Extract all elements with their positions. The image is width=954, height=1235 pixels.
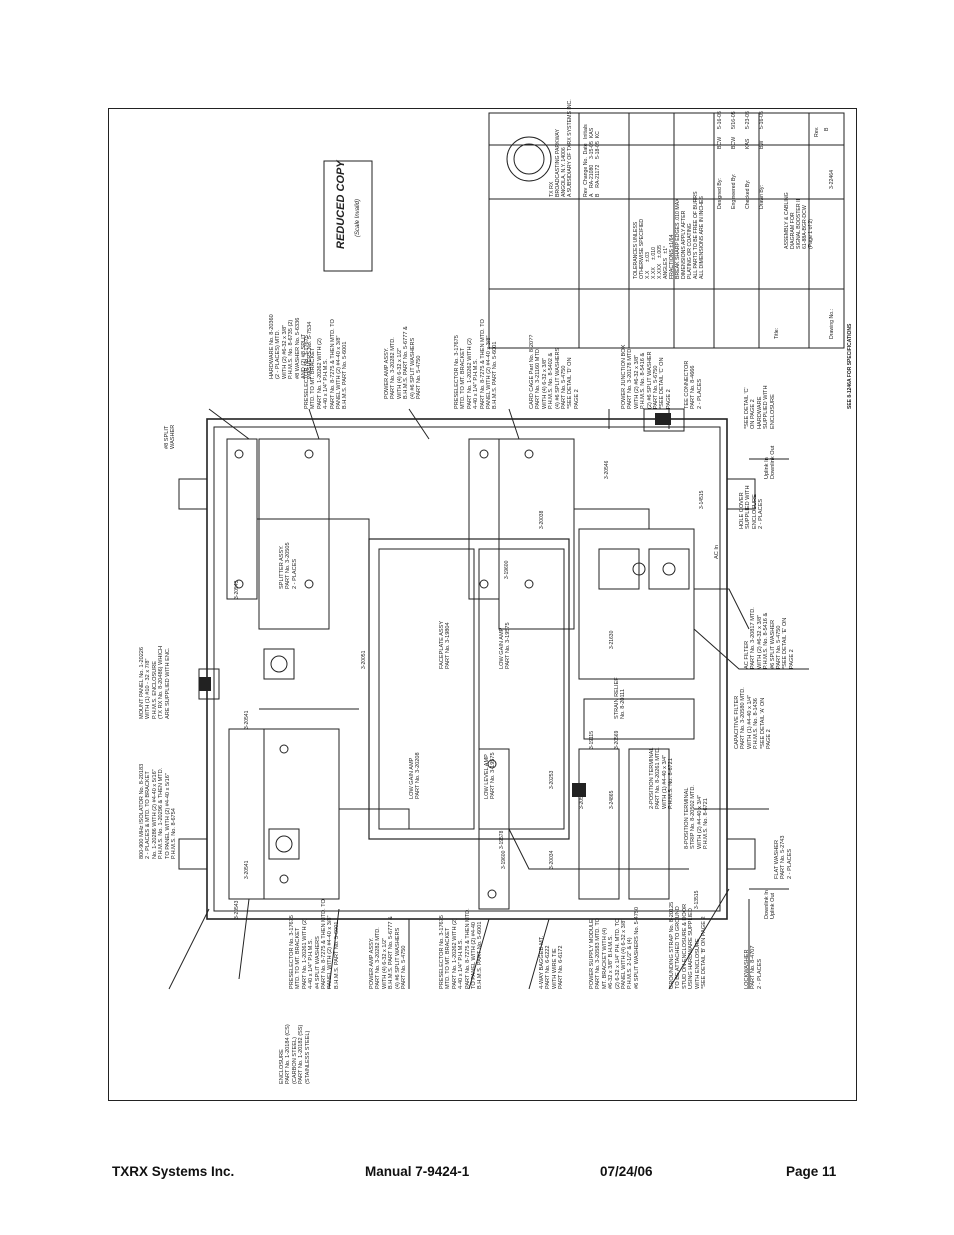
cable-label: 3-14515 (699, 490, 705, 509)
panel-label-low-level-amp: LOW LEVEL AMP PART No. 3-19575 (484, 752, 497, 799)
panel-label-low-gain-amp: LOW GAIN AMP PART No. 3-20208 (409, 752, 422, 799)
designed-date: 5-16-05 (717, 111, 723, 129)
cable-label: 3-19600 (501, 850, 507, 869)
callout-detail-c: *SEE DETAIL 'C' ON PAGE 2 HARDWARE SUPPL… (744, 385, 776, 429)
cable-label: 3-20253 (549, 770, 555, 789)
cable-label: 3-21630 (609, 630, 615, 649)
callout-splitter: SPLITTER ASSY. PART No. 3-20505 2 - PLAC… (279, 542, 298, 589)
panel-label-low-gain-amp-2: LOW GAIN AMP PART No. 3-19575 (499, 622, 512, 669)
cable-label: 3-20543 (234, 900, 240, 919)
reduced-copy-stamp-frame (323, 160, 373, 272)
drawing-frame: REDUCED COPY (Scale Invalid) SEE 8-1246A… (108, 99, 857, 1101)
callout-grounding-strap: GROUNDING STRAP No. 8-20125 TO BE ATTACH… (669, 901, 708, 989)
callout-lockwasher: LOCKWASHER PART No. 8-4707 2 - PLACES (744, 945, 763, 989)
cable-label: 3-20038 (539, 510, 545, 529)
drawing-no-label: Drawing No.: (829, 309, 835, 339)
footer-company: TXRX Systems Inc. (112, 1164, 235, 1179)
drawn-by: BW (759, 140, 765, 149)
callout-capacitive-filter: CAPACITIVE FILTER PART No. 3-20580 MTD. … (734, 687, 773, 749)
port-label-downlink-in: Downlink In Uplink Out (764, 890, 777, 919)
cable-label: 3-19115 (589, 731, 595, 749)
designed-by: BCW (717, 136, 723, 149)
title-label: Title: (774, 327, 780, 339)
callout-hole-cover: HOLE COVER SUPPLIED WITH ENCLOSURE 2 - P… (739, 485, 765, 529)
enclosure-schematic (168, 112, 845, 990)
card-cage (368, 538, 570, 840)
engineered-by: BCW (731, 136, 737, 149)
checked-date: 5-23-05 (745, 111, 751, 129)
cable-label: 3-20543 (234, 580, 240, 599)
tolerance-note: TOLERANCES UNLESS OTHERWISE SPECIFIED X.… (633, 191, 705, 279)
drawing-number: 3-22464 (829, 169, 835, 189)
callout-mount-panel: MOUNT PANEL No. 1-20226 WITH (1) #10 - 3… (139, 645, 171, 719)
revision-table: Rev Change No. Date Initials A RA-21080 … (583, 124, 601, 197)
rev-value: B (824, 127, 830, 131)
callout-ac-filter: AC FILTER PART No. 3-20817 MTD. WITH (2)… (744, 607, 795, 669)
cable-label: 3-20541 (244, 710, 250, 729)
callout-preselector-3: PRESELECTOR No. 3-17675 MTD. TO MT. BRAC… (304, 319, 349, 409)
callout-8-position-terminal: 8-POSITION TERMINAL STRIP No. 8-20502 MT… (684, 785, 710, 849)
checked-by-label: Checked By: (745, 179, 751, 209)
rev-label: Rev. (814, 126, 820, 137)
callout-power-junction-box: POWER JUNCTION BOX PART No. 3-20178 MTD.… (621, 344, 672, 409)
footer-page: Page 11 (786, 1164, 837, 1179)
reduced-copy-stamp: REDUCED COPY (335, 160, 347, 249)
cable-label: 3-20034 (549, 850, 555, 869)
callout-power-supply: POWER SUPPLY MODULE PART No. 3-20583 MTD… (589, 906, 640, 989)
title-block-frame (488, 112, 845, 349)
spec-note: SEE 8-1246A FOR SPECIFICATIONS (847, 323, 853, 409)
callout-flat-washer: FLAT WASHER PART No. 5-2743 2 - PLACES (774, 835, 793, 879)
footer-date: 07/24/06 (600, 1164, 653, 1179)
callout-strain-relief: STRAIN RELIEF No. 8-20111 (614, 677, 627, 719)
callout-enclosure: ENCLOSURE PART No. 1-20184 (CS) (CARBON … (279, 1024, 311, 1084)
cable-label: 3-20527 (579, 790, 585, 809)
cable-label: 3-24865 (609, 790, 615, 809)
callout-power-amp-2: POWER AMP ASSY. PART No. 3-20282 MTD. WI… (384, 326, 423, 399)
cable-label: 3-19578 (499, 830, 505, 849)
cable-label: 3-20569 (614, 730, 620, 749)
port-label-ac-in: AC In (714, 545, 720, 559)
footer-manual: Manual 7-9424-1 (365, 1164, 470, 1179)
panel-label-faceplate: FACEPLATE ASSY PART No. 3-19804 (439, 620, 452, 669)
callout-preselector-2: PRESELECTOR No. 3-17675 MTD. TO MT. BRAC… (439, 908, 484, 989)
callout-power-amp-1: POWER AMP ASSY. PART No. 3-20282 MTD. WI… (369, 916, 408, 989)
callout-split-washer: #8 SPLIT WASHER (164, 424, 177, 449)
title-block-company: TX RX BROADCASTING PARKWAY ANGOLA, N.Y. … (549, 99, 573, 197)
drawn-date: 5-16-05 (759, 111, 765, 129)
drawn-by-label: Drawn By: (759, 185, 765, 209)
cable-label: 3-20546 (604, 460, 610, 479)
cable-label: 3-13515 (694, 890, 700, 909)
callout-isolator: 800-900 MHz ISOLATOR No. 8-20183 2 - PLA… (139, 763, 178, 859)
company-logo (506, 136, 552, 182)
reduced-copy-subtitle: (Scale Invalid) (355, 198, 361, 237)
checked-by: KAS (745, 138, 751, 149)
drawing-title: ASSEMBLY & CABLING DIAGRAM FOR SIGNAL BO… (784, 192, 814, 249)
callout-tee-connector: TEE CONNECTOR PART No. 8-4666 2 - PLACES (684, 360, 703, 409)
callout-card-cage: CARD CAGE Part No. 8-20?? PART No. 3-211… (529, 334, 580, 409)
designed-by-label: Designed By: (717, 178, 723, 209)
callout-bagged-mount: 4-WAY BAGGED MT. PART No. 6-6222 WITH WI… (539, 935, 565, 989)
cable-label: 3-20051 (361, 650, 367, 669)
ground-block (572, 783, 586, 797)
port-label-uplink-in: Uplink In Downlink Out (764, 445, 777, 479)
cable-label: 3-20541 (244, 860, 250, 879)
engineered-by-label: Engineered By: (731, 173, 737, 209)
cable-label: 3-19600 (504, 560, 510, 579)
callout-2-position-terminal: 2-POSITION TERMINAL PART No. 8-20261 MTD… (649, 747, 675, 809)
callout-preselector-4: PRESELECTOR No. 3-17675 MTD. TO MT. BRAC… (454, 319, 499, 409)
callout-preselector-1: PRESELECTOR No. 3-17675 MTD. TO MT. BRAC… (289, 899, 340, 989)
engineered-date: 5/16-05 (731, 111, 737, 129)
